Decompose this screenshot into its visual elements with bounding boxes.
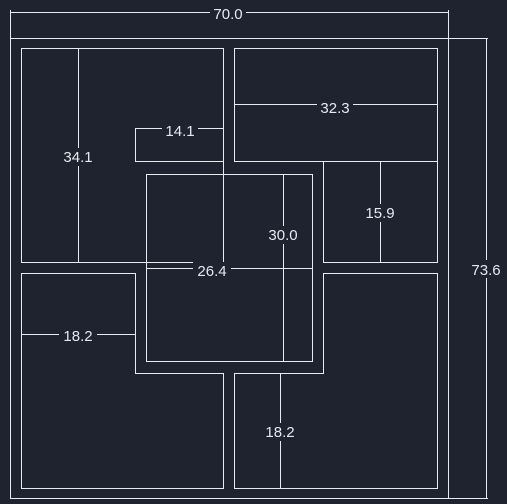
label-backdrop — [60, 148, 96, 166]
label-backdrop — [162, 122, 198, 138]
label-backdrop — [261, 423, 299, 441]
room-bottom-right-height-label: 18.2 — [265, 424, 294, 441]
label-backdrop — [468, 260, 506, 278]
outer-walls — [10, 10, 488, 499]
room-bottom-left — [21, 273, 224, 489]
notch-width-label: 14.1 — [165, 123, 194, 140]
label-backdrop — [317, 98, 353, 114]
room-top-left-height-label: 34.1 — [63, 149, 92, 166]
center-room-height-label: 30.0 — [268, 227, 297, 244]
overall-height-label: 73.6 — [471, 262, 500, 279]
center-room-width-label: 26.4 — [197, 263, 226, 280]
overall-width-label: 70.0 — [213, 6, 242, 23]
outer-wall-outline — [10, 38, 449, 499]
room-bottom-right — [234, 273, 438, 489]
label-backdrop — [210, 4, 246, 22]
label-backdrop — [59, 328, 97, 344]
label-backdrop — [264, 226, 302, 244]
room-bottom-left-width-label: 18.2 — [63, 328, 92, 345]
dimension-labels: 70.0 73.6 34.1 14.1 32.3 15.9 30.0 26.4 … — [59, 4, 506, 441]
small-room-height-label: 15.9 — [365, 205, 394, 222]
label-backdrop — [362, 204, 398, 222]
room-top-right-width-label: 32.3 — [320, 100, 349, 117]
label-backdrop — [193, 262, 231, 278]
small-room-right — [323, 161, 438, 263]
